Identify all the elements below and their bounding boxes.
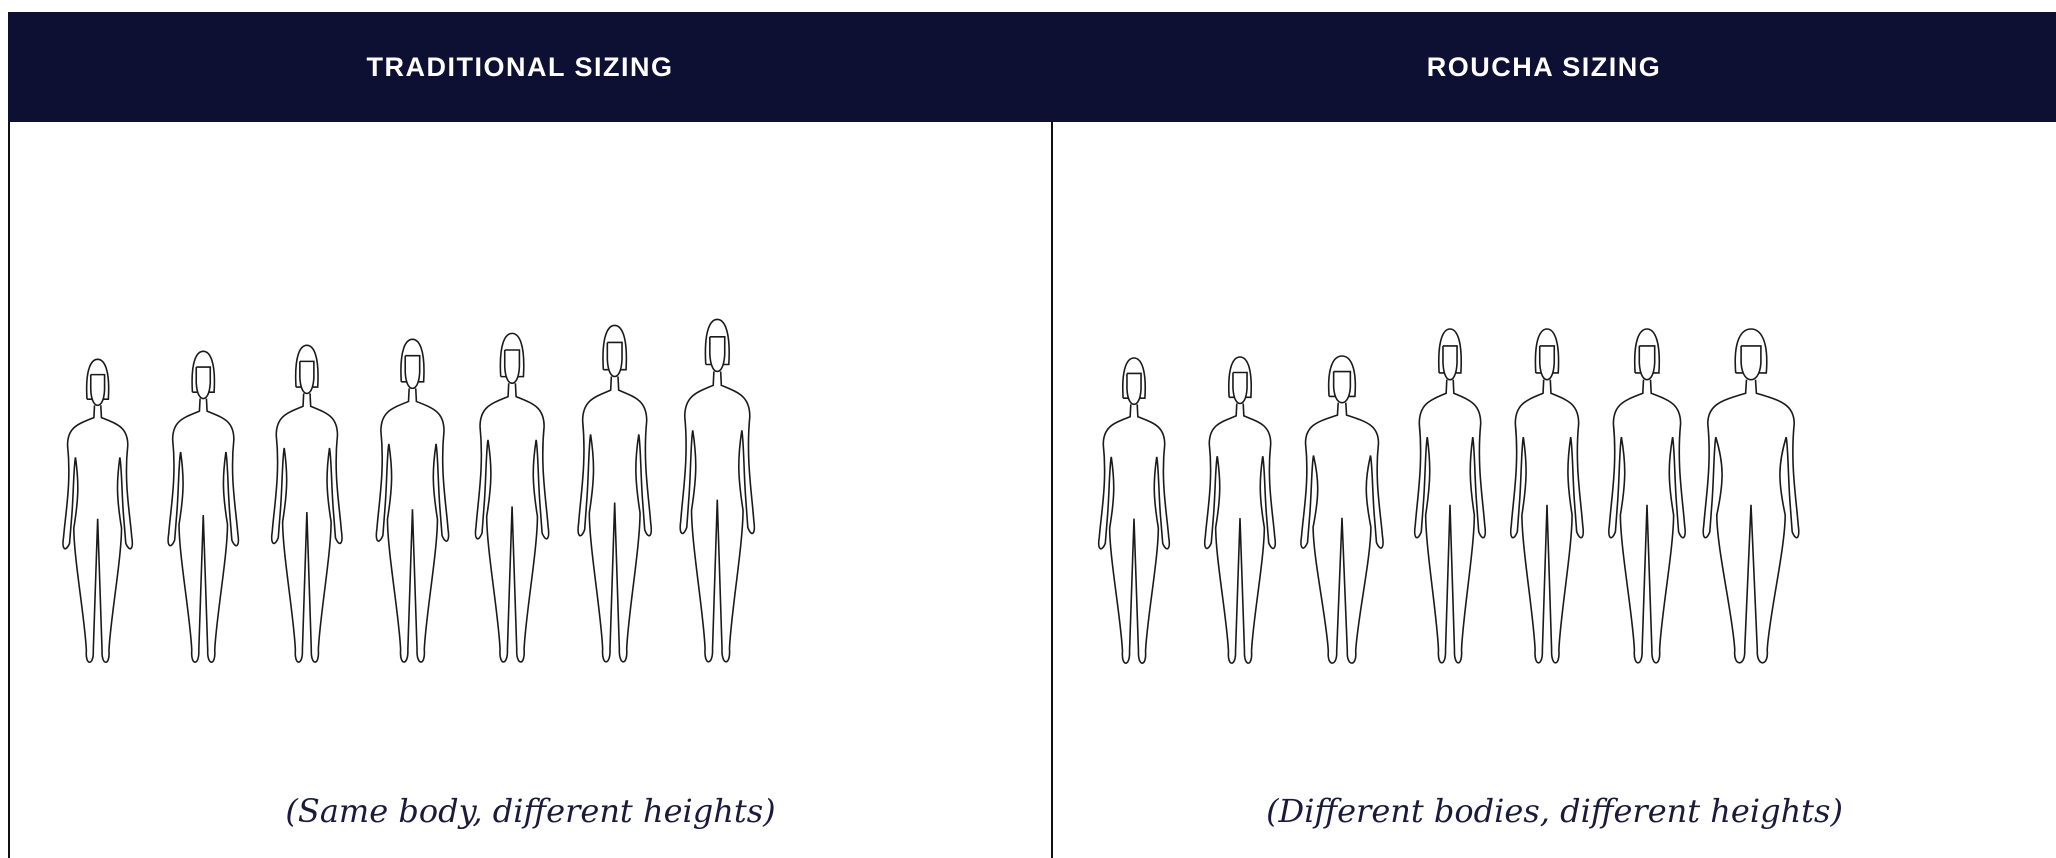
roucha-figures — [1053, 122, 2056, 742]
body-figure-icon — [680, 319, 754, 661]
sizing-comparison: TRADITIONAL SIZING ROUCHA SIZING (Same b… — [8, 12, 2056, 858]
body-figure-icon — [1205, 357, 1276, 663]
roucha-sizing-panel: (Different bodies, different heights) — [1053, 122, 2056, 858]
roucha-caption: (Different bodies, different heights) — [1053, 792, 2056, 830]
traditional-sizing-panel: (Same body, different heights) — [8, 122, 1053, 858]
body-figure-icon — [1609, 329, 1685, 663]
header-roucha-sizing: ROUCHA SIZING — [1032, 12, 2056, 122]
body-figure-icon — [578, 325, 651, 661]
body-figure-icon — [63, 359, 132, 662]
body-figure-icon — [1415, 329, 1486, 663]
body-figure-icon — [168, 351, 238, 662]
body-figure-icon — [1301, 356, 1383, 663]
body-figure-icon — [1511, 329, 1583, 663]
traditional-figures — [10, 122, 1051, 742]
body-figure-icon — [376, 339, 448, 662]
body-figure-icon — [1099, 358, 1170, 663]
header-bar: TRADITIONAL SIZING ROUCHA SIZING — [8, 12, 2056, 122]
body-figure-icon — [476, 333, 549, 662]
header-traditional-sizing: TRADITIONAL SIZING — [8, 12, 1032, 122]
traditional-caption: (Same body, different heights) — [10, 792, 1051, 830]
body-figure-icon — [1703, 329, 1798, 663]
body-figure-icon — [272, 345, 342, 662]
